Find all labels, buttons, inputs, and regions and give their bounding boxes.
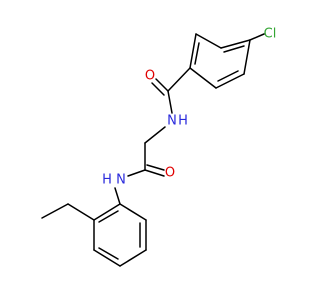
nitrogen-atom-label: N (167, 114, 177, 129)
bond (194, 42, 200, 65)
bond (217, 70, 239, 82)
bond (189, 67, 217, 89)
bond (146, 164, 165, 171)
bond (215, 73, 245, 89)
chlorine-atom-label: Cl (264, 27, 277, 42)
bond (155, 78, 169, 92)
bond (144, 126, 166, 144)
molecule-canvas: Cl O N H O N H (41, 27, 277, 267)
ethylphenyl-ring (93, 203, 147, 267)
bond (249, 33, 265, 41)
chlorophenyl-ring (189, 33, 251, 89)
bond (93, 203, 121, 221)
bond (151, 82, 165, 96)
bond (119, 249, 147, 267)
bond (93, 249, 121, 267)
bond (67, 203, 95, 221)
bond (220, 39, 251, 49)
bond (119, 203, 147, 221)
bond (98, 247, 119, 260)
bond (127, 169, 146, 177)
bond (144, 169, 165, 177)
bond (167, 67, 191, 92)
hydrogen-atom-label: H (178, 114, 188, 129)
bond (189, 33, 197, 69)
bond (223, 45, 245, 53)
bond (243, 39, 251, 75)
bond (41, 203, 69, 219)
oxygen-atom-label: O (145, 69, 155, 84)
oxygen-atom-label: O (165, 166, 175, 181)
bond (167, 90, 173, 114)
nitrogen-atom-label: N (116, 173, 126, 188)
bond (98, 210, 119, 223)
bond (195, 33, 222, 49)
molecule-structure: Cl O N H O N H (41, 27, 277, 267)
hydrogen-atom-label: H (102, 173, 112, 188)
bond (114, 187, 121, 205)
